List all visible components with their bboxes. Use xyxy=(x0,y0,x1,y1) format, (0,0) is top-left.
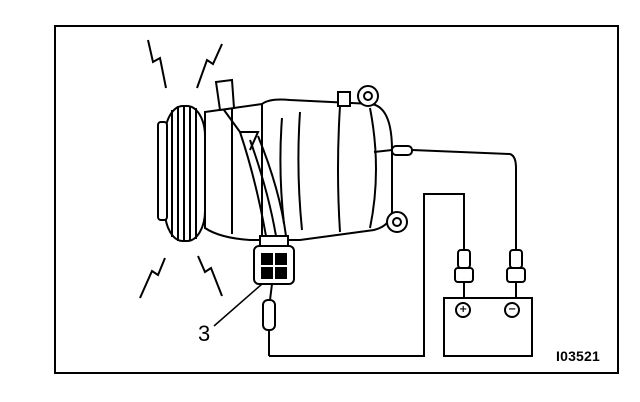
clutch-connector xyxy=(253,235,295,301)
battery-negative-symbol: − xyxy=(508,304,517,315)
battery-positive-symbol: + xyxy=(459,304,468,315)
battery-clip-positive xyxy=(454,249,474,298)
connector-test-probe xyxy=(262,299,276,356)
body-ground-probe xyxy=(373,145,517,250)
compressor-body xyxy=(204,78,408,241)
harness-wires xyxy=(239,131,287,237)
vibration-marks xyxy=(139,39,223,299)
figure-frame xyxy=(54,25,619,374)
clutch-pulley xyxy=(157,105,206,242)
battery xyxy=(443,297,533,357)
positive-lead-wire xyxy=(269,193,465,357)
callout-leader xyxy=(213,283,263,327)
callout-label: 3 xyxy=(198,321,211,346)
battery-clip-negative xyxy=(506,249,526,298)
figure-code: I03521 xyxy=(556,348,601,364)
